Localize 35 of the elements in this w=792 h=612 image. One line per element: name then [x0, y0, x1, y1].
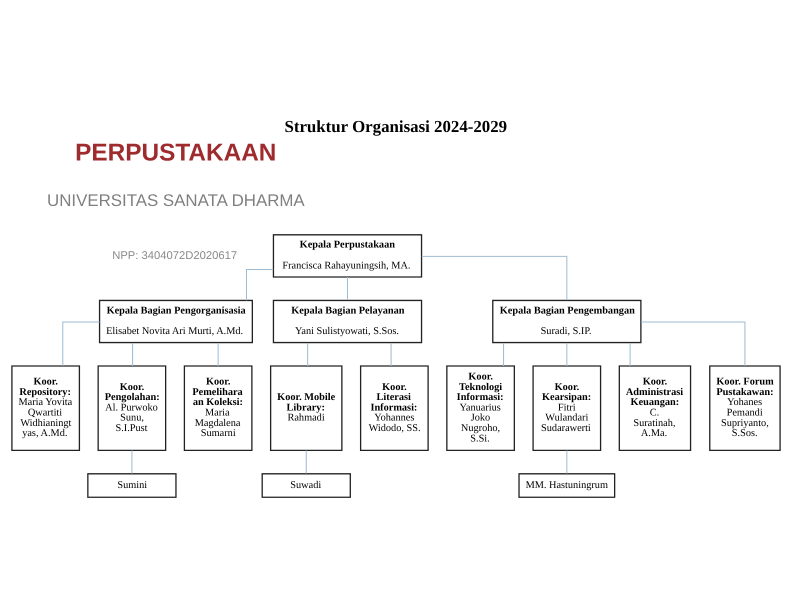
node-box: Koor. Repository: Maria Yovita Qwartiti Widhianingt yas, A.Md.: [11, 364, 80, 451]
node-box: MM. Hastuningrum: [518, 472, 616, 498]
connector: [246, 268, 274, 300]
connector: [566, 450, 568, 474]
node-box: Koor. Literasi Informasi: Yohannes Widodo, SS.: [360, 364, 429, 451]
label: NPP: 3404072D2020617: [112, 249, 238, 262]
connector: [630, 342, 631, 366]
node-box: Koor. Mobile Library: Rahmadi: [270, 364, 343, 451]
connector: [503, 342, 504, 366]
diagram-title: Struktur Organisasi 2024-2029: [284, 116, 508, 136]
node-box: Koor. Kearsipan: Fitri Wulandari Sudarawerti: [532, 364, 602, 451]
node-box: Koor. Forum Pustakawan: Yohanes Pemandi Supriyanto, S.Sos.: [709, 364, 781, 451]
node-box: Koor. Administrasi Keuangan: C. Suratinah, A.Ma.: [618, 364, 692, 451]
node-box: Koor. Teknologi Informasi: Yanuarius Joko Nugroho, S.Si.: [446, 364, 515, 451]
connector: [566, 342, 568, 366]
node-box: Kepala Bagian Pengembangan Suradi, S.IP.: [492, 299, 642, 343]
label: PERPUSTAKAAN: [75, 139, 276, 166]
node-box: Kepala Bagian Pengorganisasia Elisabet Novita Ari Murti, A.Md.: [98, 299, 253, 343]
connector: [218, 342, 219, 366]
connector: [62, 320, 100, 366]
node-box: Koor. Pengolahan: Al. Purwoko Sunu, S.I.Pust: [98, 364, 166, 451]
node-box: Koor. Pemelihara an Koleksi: Maria Magdalena Sumarni: [184, 364, 253, 451]
label: UNIVERSITAS SANATA DHARMA: [47, 190, 305, 210]
connector: [422, 255, 568, 300]
connector: [132, 342, 134, 366]
connector: [390, 342, 392, 366]
node-box: Suwadi: [262, 472, 351, 498]
connector: [307, 342, 308, 366]
connector: [346, 276, 348, 300]
node-box: Sumini: [87, 472, 177, 498]
connector: [641, 320, 746, 366]
node-box: Kepala Perpustakaan Francisca Rahayuningsih, MA.: [272, 234, 422, 278]
node-box: Kepala Bagian Pelayanan Yani Sulistyowati, S.Sos.: [272, 299, 422, 343]
connector: [131, 450, 132, 474]
connector: [306, 450, 307, 474]
